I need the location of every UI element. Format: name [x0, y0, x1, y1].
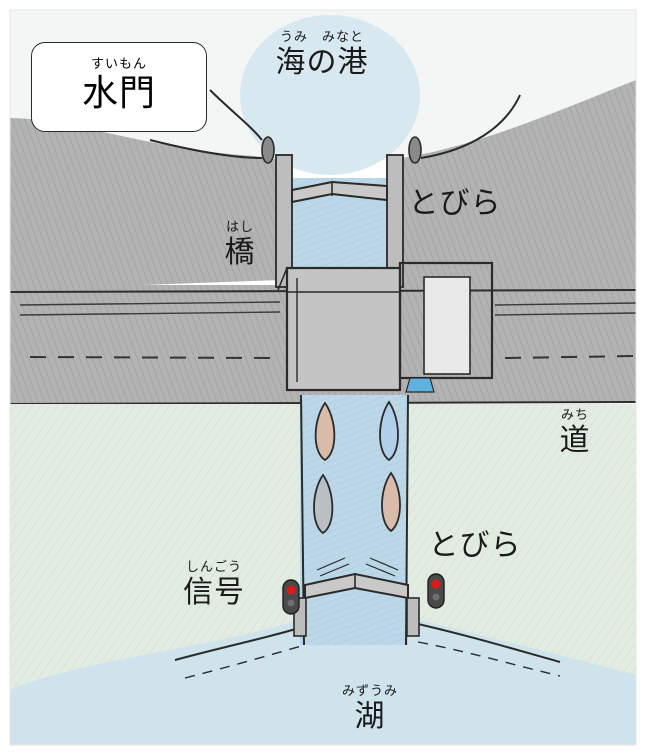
title-text: 水門: [81, 73, 156, 114]
label-bridge-text: 橋: [224, 235, 256, 270]
gate-pier-left: [275, 154, 293, 288]
label-lake-text: 湖: [354, 699, 386, 734]
title-box: すいもん 水門: [31, 42, 207, 132]
signal-light-icon: [427, 573, 445, 609]
lake-shore-left-dash: [184, 644, 306, 679]
sea-wall-left-outer: [209, 89, 263, 141]
label-gate-bottom: とびら: [425, 528, 525, 564]
sea-wall-right: [420, 94, 521, 159]
upper-land-right: [388, 80, 636, 290]
label-gate-bottom-text: とびら: [428, 528, 522, 563]
gate-motion-mark: [369, 557, 399, 571]
label-gate-top-text: とびら: [408, 186, 502, 221]
label-bridge-ruby: はし: [225, 220, 254, 235]
lake-water: [10, 620, 636, 745]
label-sea-port-text: 海の港: [275, 45, 369, 80]
boat-icon: [381, 471, 401, 533]
bridge-water-visible: [405, 377, 435, 393]
label-bridge: はし 橋: [212, 220, 268, 271]
sea-wall-left: [149, 139, 263, 159]
label-road: みち 道: [540, 408, 610, 459]
label-lake: みずうみ 湖: [320, 684, 420, 735]
road-line-upper: [19, 301, 281, 306]
title-ruby: すいもん: [90, 57, 147, 72]
label-road-ruby: みち: [560, 408, 589, 423]
gate-motion-mark: [316, 557, 346, 571]
gate-pier-right-lower: [406, 597, 420, 637]
road-line-right2: [494, 312, 637, 316]
gate-motion-mark: [319, 563, 350, 577]
lake-shore-right-dash: [417, 641, 561, 677]
image-border: [9, 9, 637, 746]
road-dash-left: [29, 356, 271, 359]
road-dash-right: [504, 355, 637, 359]
bridge-lift-opening: [423, 276, 471, 375]
label-sea-port-ruby: うみ みなと: [279, 30, 364, 45]
upper-land: [10, 118, 280, 290]
label-signal: しんごう 信号: [166, 560, 262, 611]
sea-water: [240, 15, 420, 175]
label-sea-port: うみ みなと 海の港: [262, 30, 382, 81]
label-road-text: 道: [559, 423, 591, 458]
label-lake-ruby: みずうみ: [341, 684, 398, 699]
lake-shore-right: [417, 623, 561, 663]
boat-icon: [313, 473, 334, 535]
signal-light-icon: [282, 579, 300, 615]
bollard-icon: [408, 136, 422, 164]
label-gate-top: とびら: [405, 186, 505, 222]
bridge-left-side: [277, 267, 288, 291]
bridge-lift-frame: [398, 261, 494, 380]
label-signal-text: 信号: [183, 575, 245, 610]
bollard-icon: [261, 136, 275, 164]
bridge-frame: [285, 266, 402, 392]
boat-icon: [314, 401, 336, 462]
road-line-upper2: [19, 311, 281, 316]
boat-icon: [379, 400, 399, 462]
road-line-right: [494, 302, 637, 306]
gate-motion-mark: [365, 563, 396, 577]
label-signal-ruby: しんごう: [185, 560, 242, 575]
